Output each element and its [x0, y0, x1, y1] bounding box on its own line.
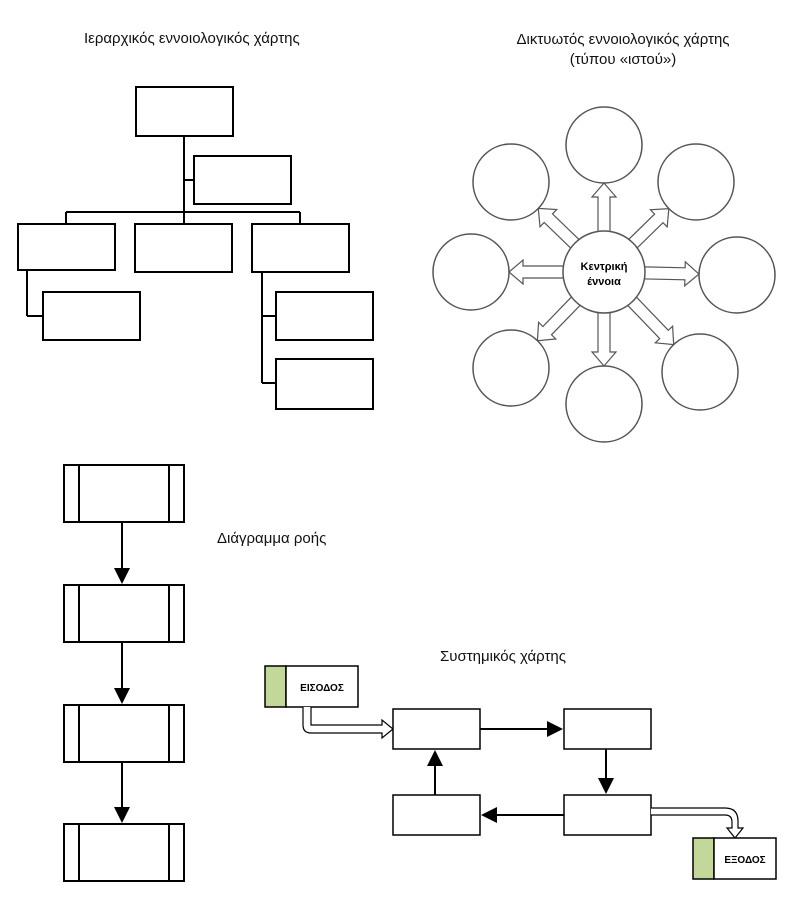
system-node-top-right	[563, 708, 652, 750]
network-node-left	[432, 233, 510, 311]
system-input-label: ΕΙΣΟΔΟΣ	[300, 683, 344, 694]
network-node-bottom	[565, 365, 643, 443]
flowchart-process-2	[63, 584, 185, 643]
network-arrow-right	[639, 260, 700, 288]
system-output: ΕΞΟΔΟΣ	[692, 837, 777, 880]
network-node-right	[698, 236, 776, 314]
hierarchical-map-title: Ιεραρχικός εννοιολογικός χάρτης	[84, 30, 300, 47]
network-node-bottom-right	[661, 333, 739, 411]
network-node-top	[565, 106, 643, 184]
network-map-title: Δικτυωτός εννοιολογικός χάρτης (τύπου «ι…	[498, 30, 748, 70]
system-input-arrow	[302, 707, 394, 740]
hierarchy-child-node-right	[251, 223, 350, 273]
network-arrow-top-left	[537, 207, 584, 253]
flowchart-process-1	[63, 464, 185, 523]
hierarchy-grandchild-node-right-2	[275, 358, 374, 410]
network-arrow-top-right	[624, 207, 670, 252]
network-map-title-line2: (τύπου «ιστού»)	[569, 51, 677, 68]
flowchart-title: Διάγραμμα ροής	[217, 530, 327, 547]
system-map-title: Συστημικός χάρτης	[440, 648, 566, 665]
system-input: ΕΙΣΟΔΟΣ	[264, 665, 359, 708]
hierarchy-child-node-middle	[134, 223, 233, 273]
network-arrow-bottom-right	[623, 292, 675, 346]
hierarchical-map	[17, 86, 374, 410]
network-center-node	[562, 230, 646, 314]
network-center-label-line2: έννοια	[587, 276, 621, 288]
flowchart-process-4	[63, 823, 185, 882]
flowchart-process-3	[63, 704, 185, 763]
network-arrow-bottom-left	[536, 292, 585, 342]
network-arrow-top	[590, 182, 618, 237]
system-output-label: ΕΞΟΔΟΣ	[724, 855, 765, 866]
network-map-title-line1: Δικτυωτός εννοιολογικός χάρτης	[516, 31, 730, 48]
system-map: ΕΙΣΟΔΟΣ ΕΞΟΔΟΣ	[264, 665, 777, 880]
hierarchy-child-node-left	[17, 223, 116, 271]
system-node-bottom-right	[563, 794, 652, 836]
hierarchy-root-node	[135, 86, 234, 137]
network-arrow-bottom	[590, 307, 618, 367]
hierarchy-grandchild-node-left	[42, 291, 141, 341]
system-node-top-left	[392, 708, 481, 750]
network-node-top-right	[657, 143, 735, 221]
network-node-bottom-left	[472, 329, 550, 407]
network-node-top-left	[472, 143, 550, 221]
hierarchy-assistant-node	[193, 155, 292, 205]
flowchart	[63, 464, 185, 882]
hierarchy-grandchild-node-right-1	[275, 291, 374, 341]
network-map: Κεντρική έννοια	[432, 106, 776, 443]
network-arrow-left	[508, 258, 569, 286]
system-output-arrow	[651, 807, 745, 839]
system-node-bottom-left	[392, 794, 481, 836]
network-center-label-line1: Κεντρική	[581, 261, 628, 273]
